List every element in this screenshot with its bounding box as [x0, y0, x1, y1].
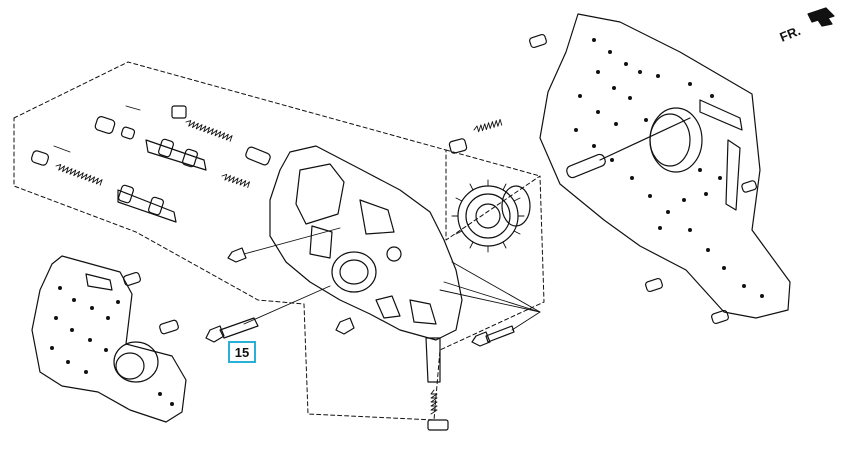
spool-valve [30, 105, 468, 431]
part-callout-number: 15 [234, 344, 250, 360]
leader-line [243, 227, 541, 331]
part-callout-badge[interactable]: 15 [228, 341, 256, 363]
dowel-pin [529, 33, 758, 325]
gear-icon [451, 179, 531, 253]
spring [53, 105, 503, 415]
valve-body [269, 145, 463, 341]
separator-plate-left [31, 255, 187, 423]
front-indicator-label: FR. [778, 23, 803, 45]
dowel-pin [123, 271, 179, 335]
separator-plate-right [539, 13, 791, 319]
front-arrow-icon [807, 7, 835, 27]
bolt [205, 247, 515, 347]
assembly-boundary [13, 61, 545, 421]
